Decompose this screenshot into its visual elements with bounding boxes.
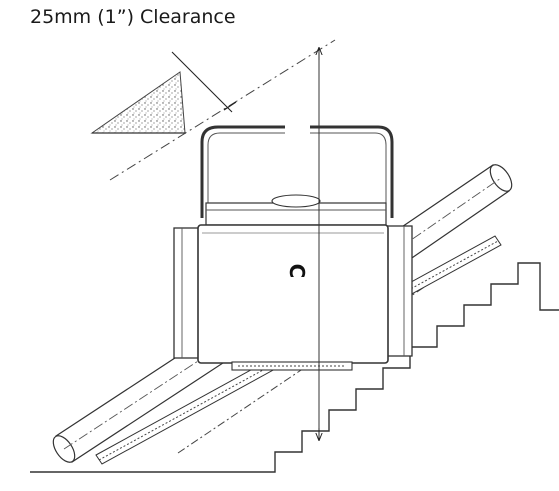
rail-tube-lower (52, 334, 227, 463)
leader-tick (223, 101, 237, 111)
rail-tube-upper (389, 164, 513, 263)
clearance-label: 25mm (1”) Clearance (30, 6, 236, 28)
stairlift-carriage (173, 125, 413, 371)
leader-line (171, 51, 233, 113)
ceiling-section (90, 71, 186, 134)
dimension-label-c: C (285, 264, 309, 279)
staircase (30, 262, 559, 473)
clearance-line (109, 39, 336, 181)
